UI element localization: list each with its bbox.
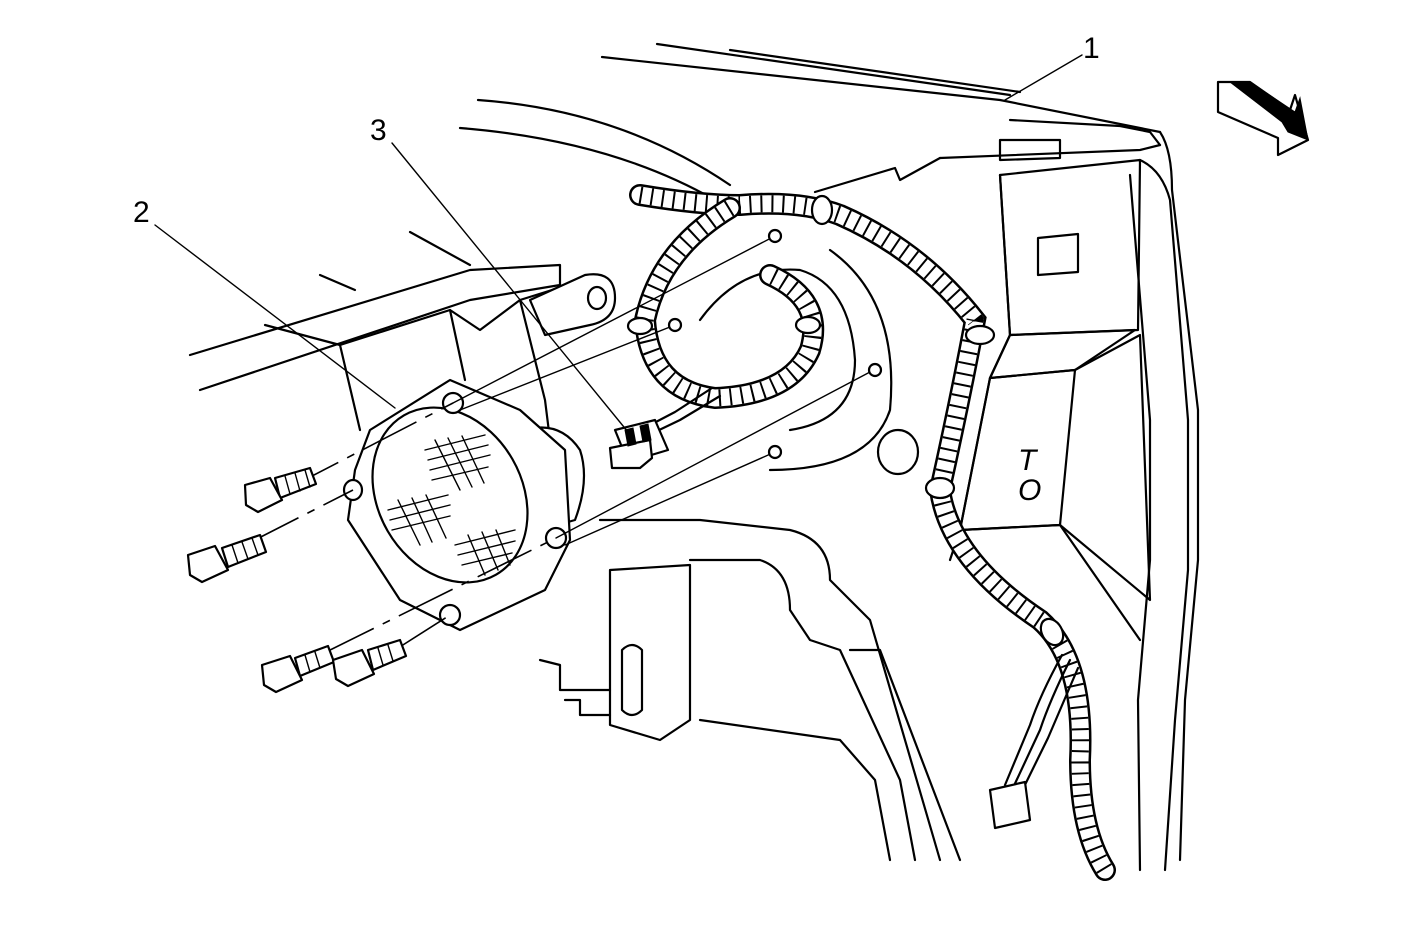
wiring-harness	[458, 98, 1116, 881]
front-arrow-icon	[1216, 80, 1310, 157]
fastener-bolts	[186, 466, 408, 694]
panel-mark-t: T	[1018, 444, 1039, 477]
bolt	[260, 644, 336, 694]
callout-label-1: 1	[1083, 32, 1100, 65]
lamp-housing	[188, 230, 617, 522]
panel-mark-o: O	[1018, 474, 1041, 507]
callout-3: 3	[370, 114, 629, 433]
lamp-lens	[342, 378, 586, 632]
alignment-lines	[244, 228, 883, 656]
bolt	[243, 466, 318, 514]
lens-hatch-pattern	[387, 434, 516, 576]
callout-2: 2	[133, 196, 396, 409]
callout-label-3: 3	[370, 114, 387, 147]
bolt	[186, 533, 268, 584]
bolt	[331, 638, 408, 688]
callout-label-2: 2	[133, 196, 150, 229]
callout-1: 1	[1004, 32, 1100, 101]
